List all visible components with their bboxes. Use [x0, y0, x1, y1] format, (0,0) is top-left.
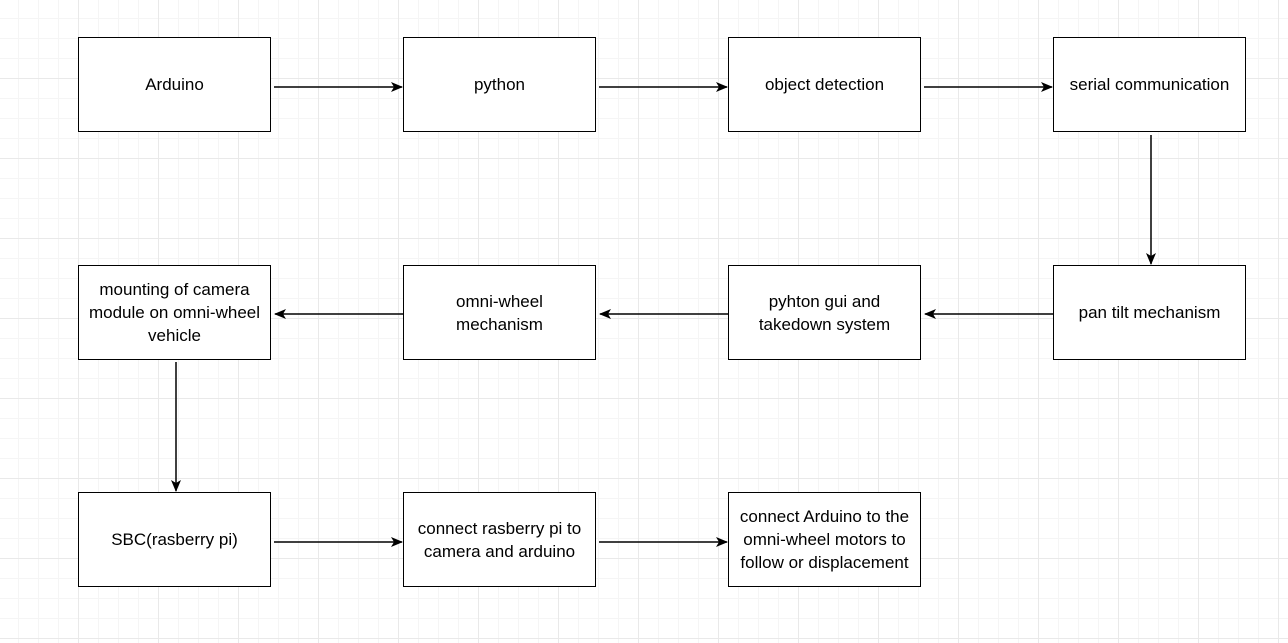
node-connect-pi[interactable]: connect rasberry pi to camera and arduin… [403, 492, 596, 587]
node-camera-mounting[interactable]: mounting of camera module on omni-wheel … [78, 265, 271, 360]
node-connect-arduino[interactable]: connect Arduino to the omni-wheel motors… [728, 492, 921, 587]
node-python[interactable]: python [403, 37, 596, 132]
node-arduino[interactable]: Arduino [78, 37, 271, 132]
node-object-detection[interactable]: object detection [728, 37, 921, 132]
node-sbc[interactable]: SBC(rasberry pi) [78, 492, 271, 587]
node-python-gui[interactable]: pyhton gui and takedown system [728, 265, 921, 360]
node-omni-wheel-mechanism[interactable]: omni-wheel mechanism [403, 265, 596, 360]
node-serial-communication[interactable]: serial communication [1053, 37, 1246, 132]
node-pan-tilt-mechanism[interactable]: pan tilt mechanism [1053, 265, 1246, 360]
